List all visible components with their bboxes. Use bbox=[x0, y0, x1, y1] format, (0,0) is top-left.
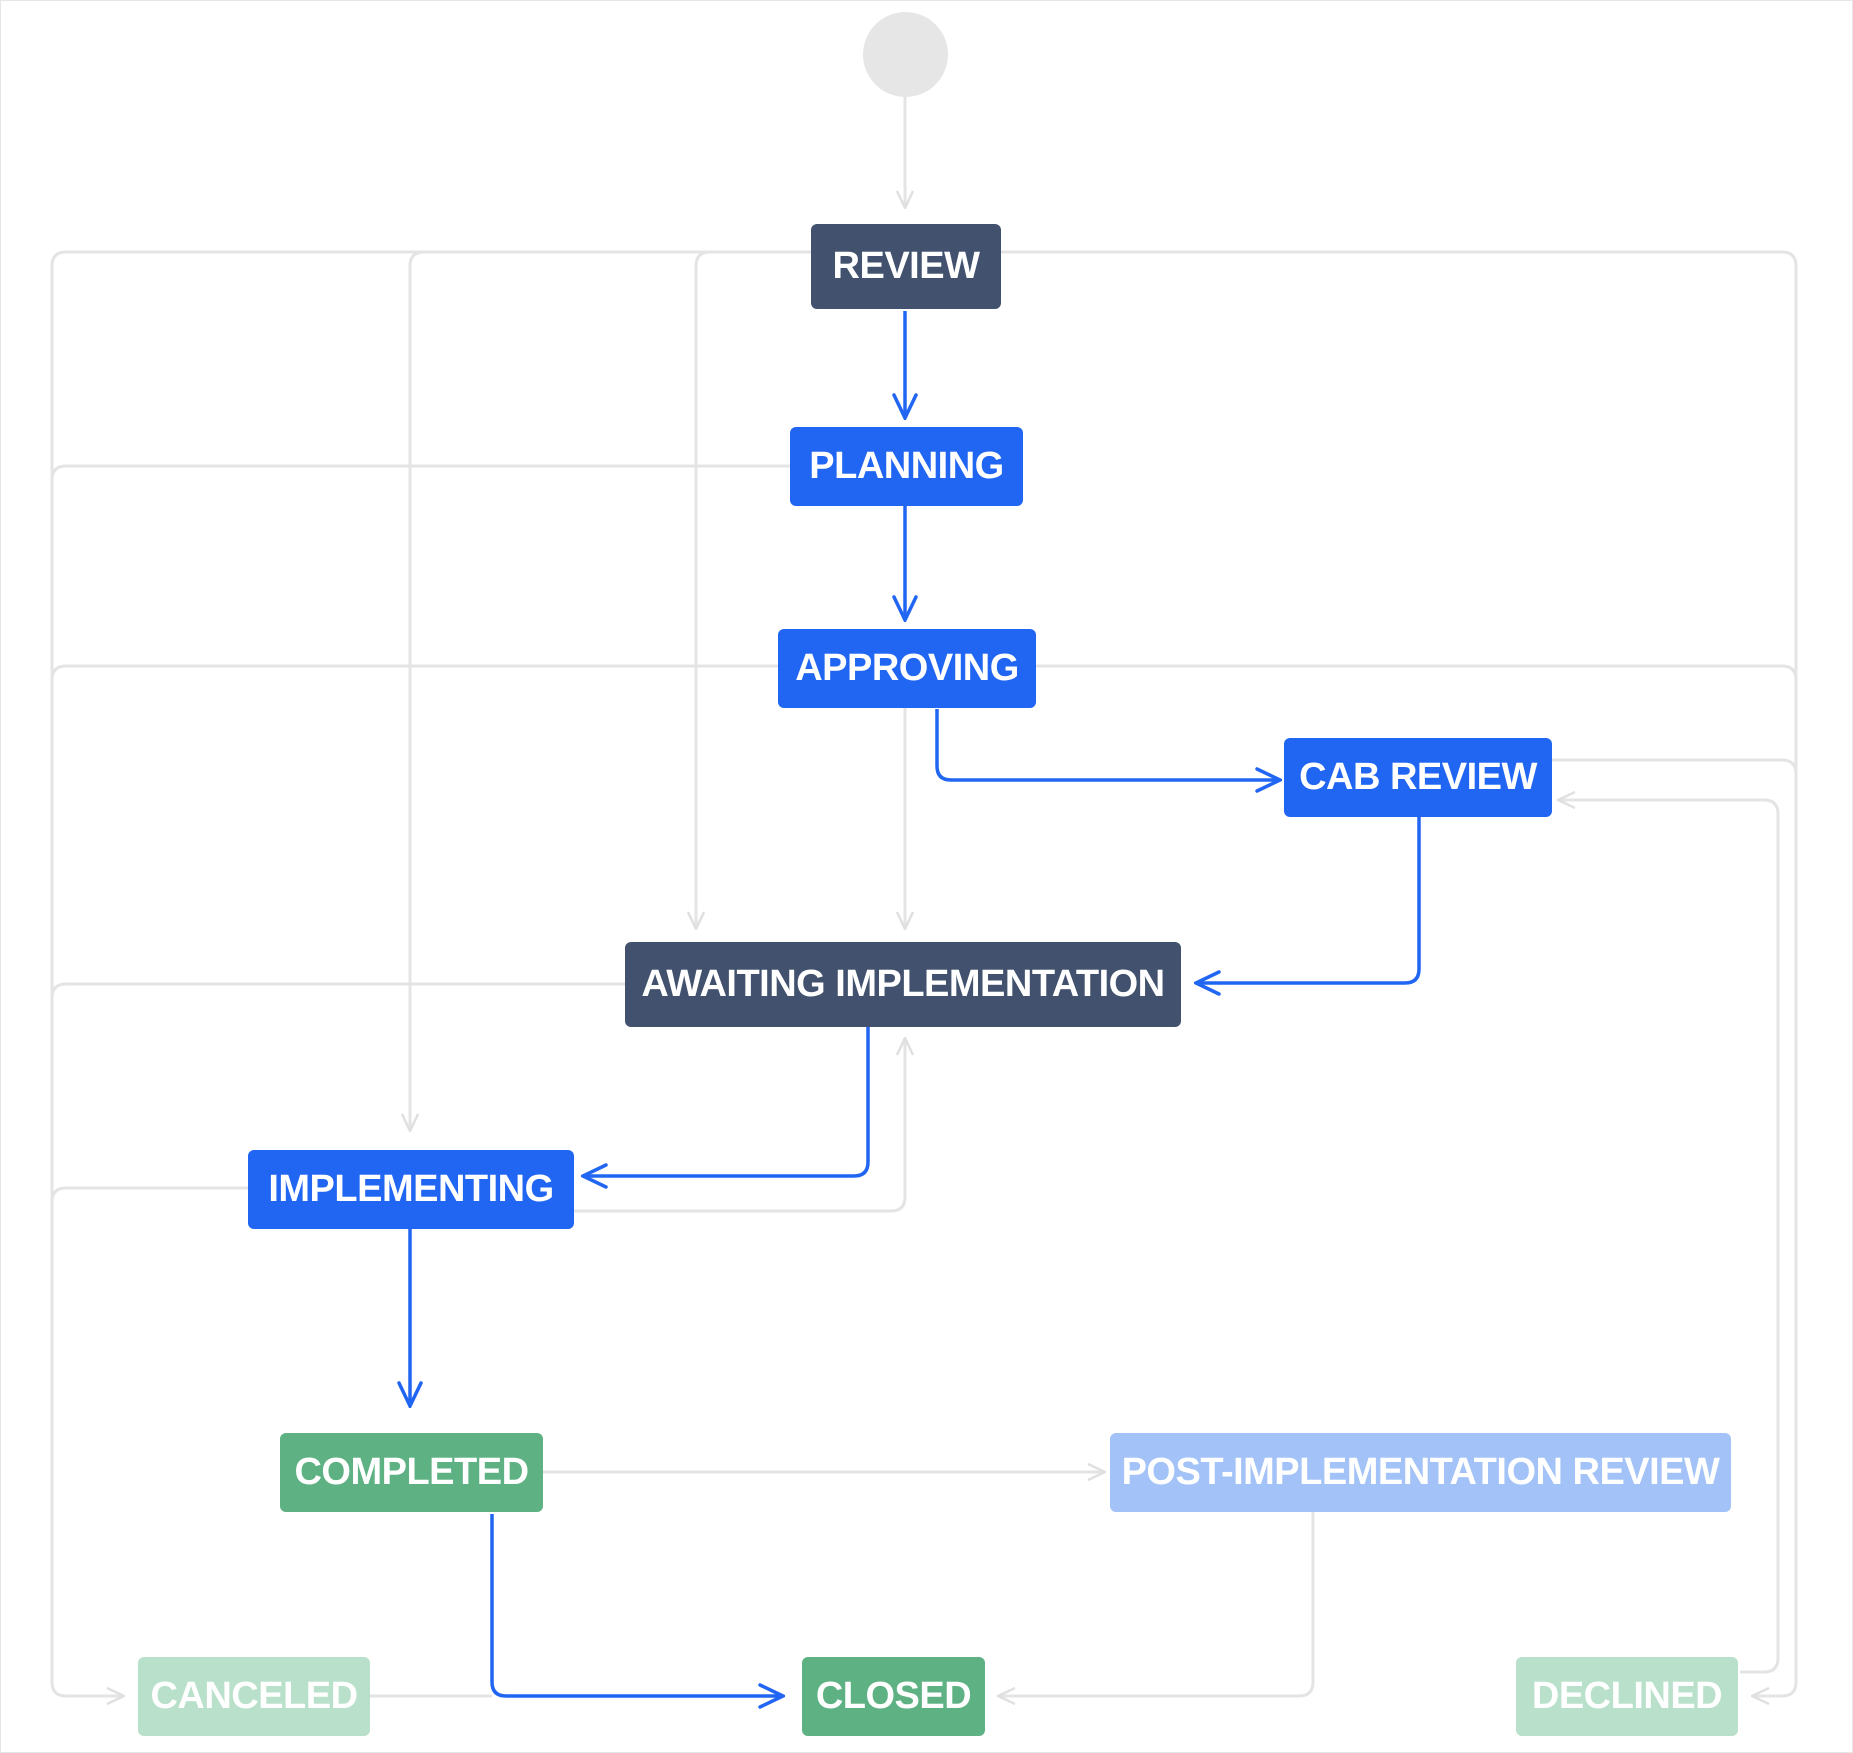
status-declined[interactable]: DECLINED bbox=[1516, 1657, 1738, 1736]
active-transitions bbox=[410, 311, 1421, 1696]
edge-cab-awaiting bbox=[1196, 817, 1421, 983]
status-canceled[interactable]: CANCELED bbox=[138, 1657, 370, 1736]
edge-planning-canceled bbox=[50, 464, 790, 481]
edge-review-declined bbox=[1000, 250, 1798, 1696]
edge-approving-canceled bbox=[50, 664, 778, 681]
status-closed[interactable]: CLOSED bbox=[802, 1657, 985, 1736]
status-post-implementation-review[interactable]: POST-IMPLEMENTATION REVIEW bbox=[1110, 1433, 1731, 1512]
edge-cab-declined bbox=[1552, 758, 1798, 775]
edge-approving-declined bbox=[1035, 664, 1798, 681]
edge-declined-cab bbox=[1558, 800, 1780, 1674]
edge-review-implementing bbox=[410, 250, 812, 1131]
status-review[interactable]: REVIEW bbox=[811, 224, 1001, 309]
edge-implementing-canceled bbox=[50, 1186, 248, 1203]
edge-implementing-awaiting bbox=[573, 1038, 905, 1213]
edge-approving-cab bbox=[935, 709, 1280, 780]
start-node bbox=[863, 12, 948, 97]
edge-completed-closed bbox=[490, 1514, 783, 1696]
status-completed[interactable]: COMPLETED bbox=[280, 1433, 543, 1512]
edge-review-canceled bbox=[50, 250, 812, 1696]
status-implementing[interactable]: IMPLEMENTING bbox=[248, 1150, 574, 1229]
edge-awaiting-implementing bbox=[583, 1026, 870, 1176]
status-approving[interactable]: APPROVING bbox=[778, 629, 1036, 708]
status-planning[interactable]: PLANNING bbox=[790, 427, 1023, 506]
edge-review-awaiting bbox=[696, 250, 812, 929]
edge-pir-closed bbox=[998, 1512, 1315, 1696]
status-cab-review[interactable]: CAB REVIEW bbox=[1284, 738, 1552, 817]
status-awaiting-implementation[interactable]: AWAITING IMPLEMENTATION bbox=[625, 942, 1181, 1027]
inactive-transitions bbox=[50, 95, 1798, 1696]
edge-awaiting-canceled bbox=[50, 982, 625, 999]
